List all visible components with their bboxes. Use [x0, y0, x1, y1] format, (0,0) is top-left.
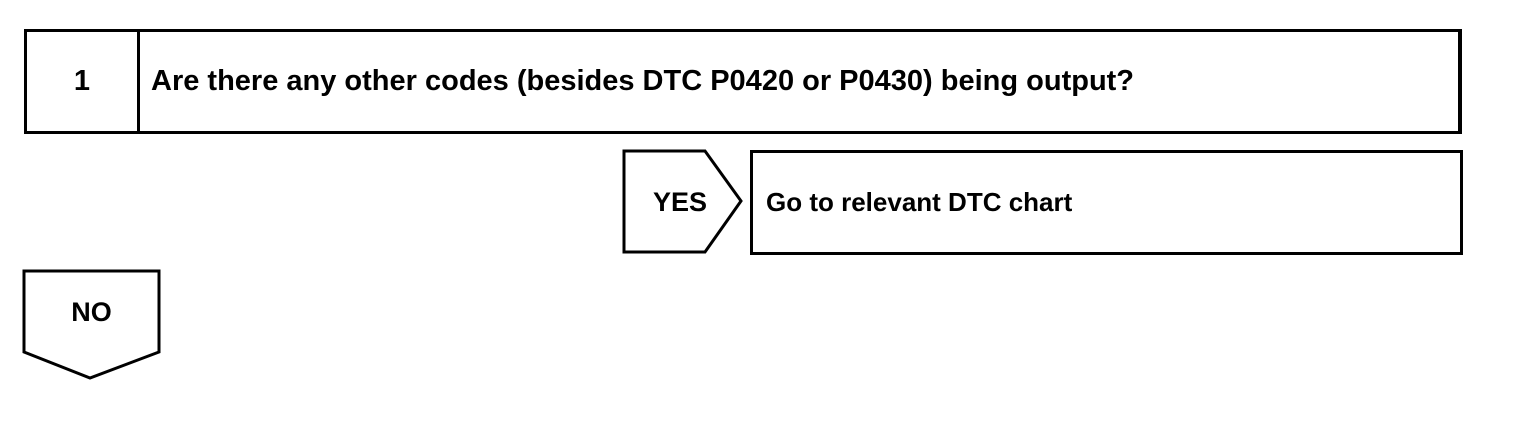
- step-1-box: 1 Are there any other codes (besides DTC…: [24, 29, 1462, 134]
- yes-label: YES: [652, 187, 708, 217]
- step-question: Are there any other codes (besides DTC P…: [151, 65, 1135, 97]
- yes-result-text: Go to relevant DTC chart: [766, 187, 1073, 217]
- yes-arrow-shape: [622, 149, 743, 254]
- no-label: NO: [71, 296, 112, 327]
- step-number: 1: [27, 32, 140, 131]
- yes-result-box: Go to relevant DTC chart: [750, 150, 1463, 255]
- no-arrow-shape: [22, 269, 161, 380]
